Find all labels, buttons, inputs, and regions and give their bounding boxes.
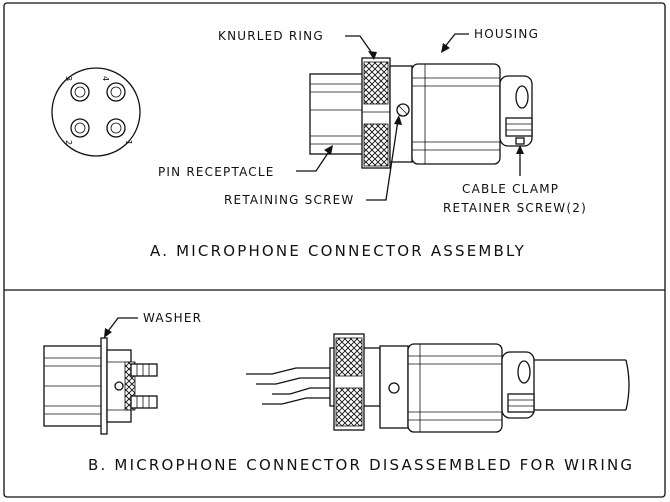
label-knurled-ring: KNURLED RING [218, 29, 324, 43]
label-cable-clamp-line2: RETAINER SCREW(2) [443, 201, 587, 215]
pin-2 [70, 118, 90, 138]
pin-number-1: 1 [124, 140, 133, 145]
label-cable-clamp-line1: CABLE CLAMP [462, 182, 559, 196]
collar-b [379, 345, 409, 429]
housing-on-cable [329, 333, 630, 433]
retaining-screw-head [396, 103, 410, 117]
caption-a: A. MICROPHONE CONNECTOR ASSEMBLY [150, 242, 526, 260]
pin-number-2: 2 [64, 140, 73, 145]
caption-b: B. MICROPHONE CONNECTOR DISASSEMBLED FOR… [88, 456, 634, 474]
leader-washer-arrow [104, 328, 112, 338]
leader-washer [105, 317, 138, 335]
leader-lines-a [296, 33, 524, 201]
housing-b [407, 343, 503, 433]
label-retaining-screw: RETAINING SCREW [224, 193, 354, 207]
washer [100, 337, 108, 435]
pin-receptacle-face: 4 3 2 1 [51, 67, 141, 157]
solder-pins [130, 363, 158, 409]
housing [411, 63, 501, 165]
cable [534, 359, 626, 411]
pin-number-4: 4 [101, 76, 110, 81]
clamp-retainer-screw [515, 137, 525, 145]
wires [246, 367, 330, 405]
pin-4 [106, 82, 126, 102]
knurled-ring-b [333, 333, 365, 431]
pin-number-3: 3 [64, 76, 73, 81]
label-housing: HOUSING [474, 27, 539, 41]
plug-body [309, 73, 365, 155]
label-washer: WASHER [143, 311, 202, 325]
cable-clamp [499, 75, 533, 147]
knurled-ring [361, 57, 391, 169]
pin-3 [70, 82, 90, 102]
pin-1 [106, 118, 126, 138]
plug-disassembled [43, 337, 158, 435]
label-pin-receptacle: PIN RECEPTACLE [158, 165, 275, 179]
connector-assembly [309, 57, 533, 169]
frame-border [3, 2, 666, 498]
